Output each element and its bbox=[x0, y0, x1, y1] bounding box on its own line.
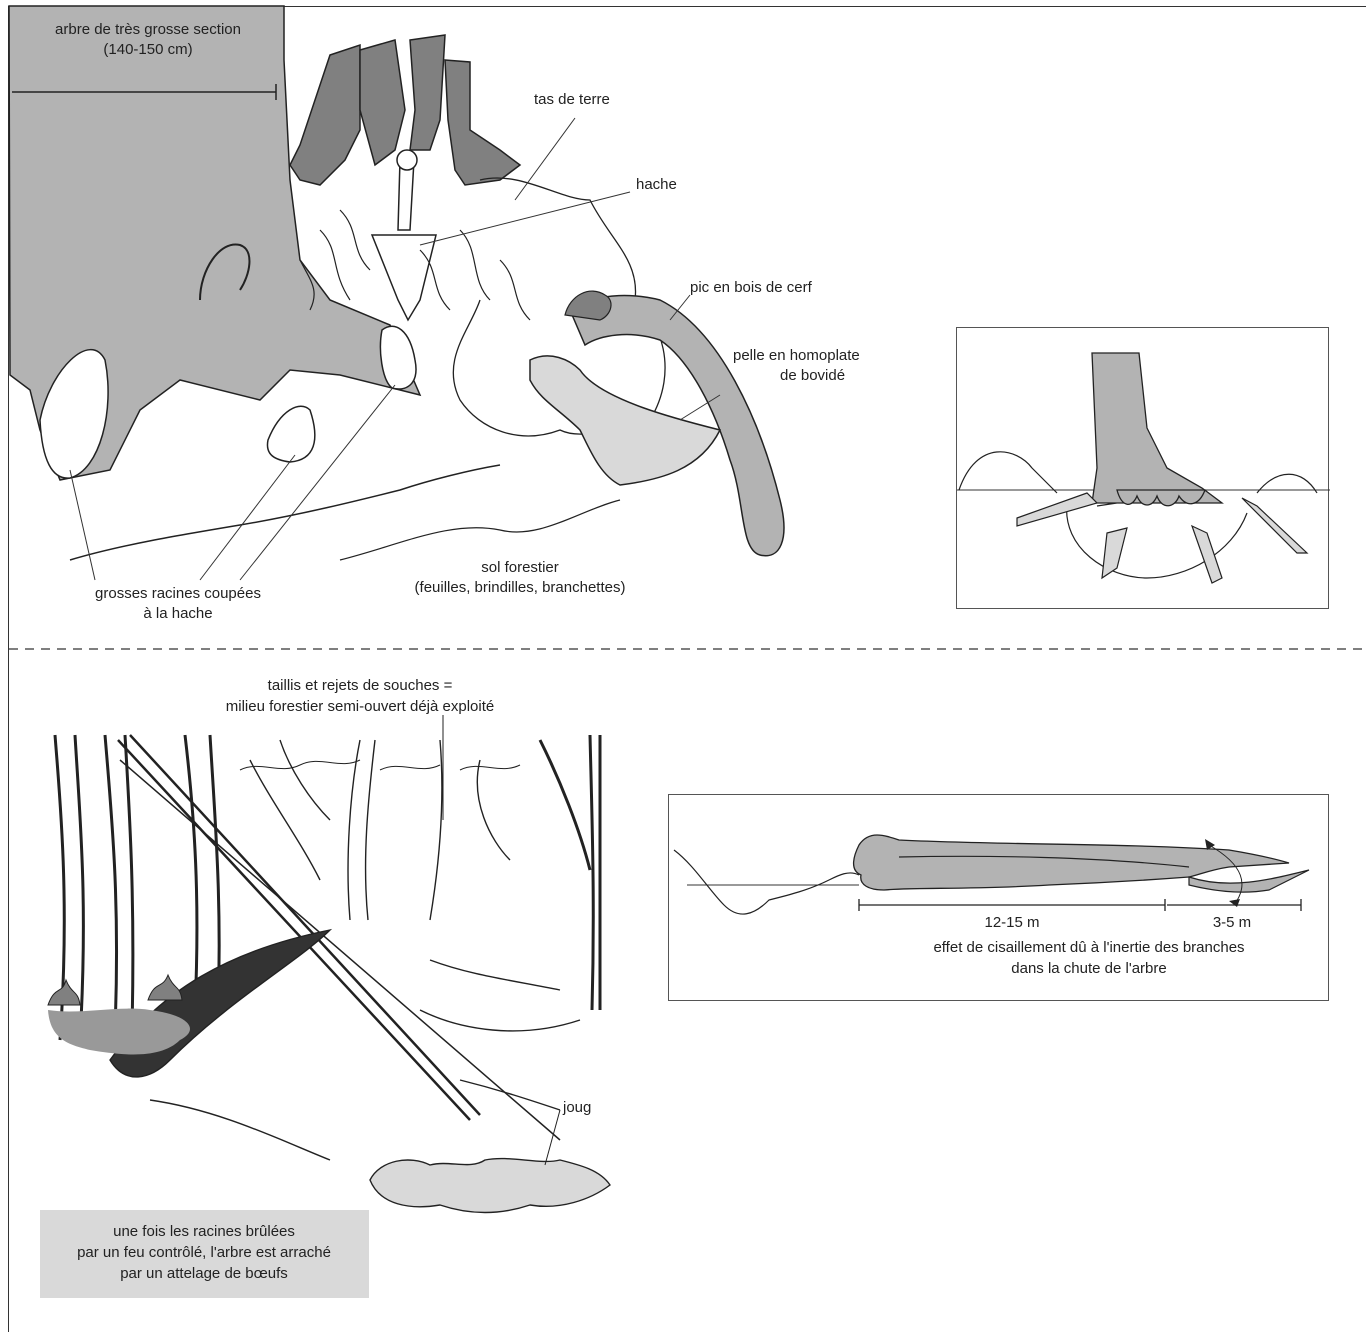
caption-line-3: par un attelage de bœufs bbox=[120, 1264, 288, 1284]
oxen bbox=[370, 1159, 610, 1213]
fall-caption-2: dans la chute de l'arbre bbox=[1011, 959, 1166, 979]
yoke-label: joug bbox=[563, 1098, 591, 1118]
fire-2 bbox=[148, 975, 182, 1000]
branch-length-label: 3-5 m bbox=[1213, 913, 1251, 933]
earth-outline bbox=[674, 850, 859, 914]
caption-box: une fois les racines brûlées par un feu … bbox=[40, 1210, 369, 1298]
caption-line-2: par un feu contrôlé, l'arbre est arraché bbox=[77, 1243, 331, 1263]
caption-line-1: une fois les racines brûlées bbox=[113, 1222, 295, 1242]
coppice-label-1: taillis et rejets de souches = bbox=[268, 676, 453, 696]
fallen-trunk bbox=[854, 835, 1289, 890]
coppice-label-2: milieu forestier semi-ouvert déjà exploi… bbox=[226, 697, 494, 717]
trunk-length-label: 12-15 m bbox=[984, 913, 1039, 933]
smoke bbox=[48, 1009, 190, 1055]
tree-fall-diagram bbox=[669, 795, 1330, 1002]
tree-fall-box: 12-15 m 3-5 m effet de cisaillement dû à… bbox=[668, 794, 1329, 1001]
fall-caption-1: effet de cisaillement dû à l'inertie des… bbox=[933, 938, 1244, 958]
